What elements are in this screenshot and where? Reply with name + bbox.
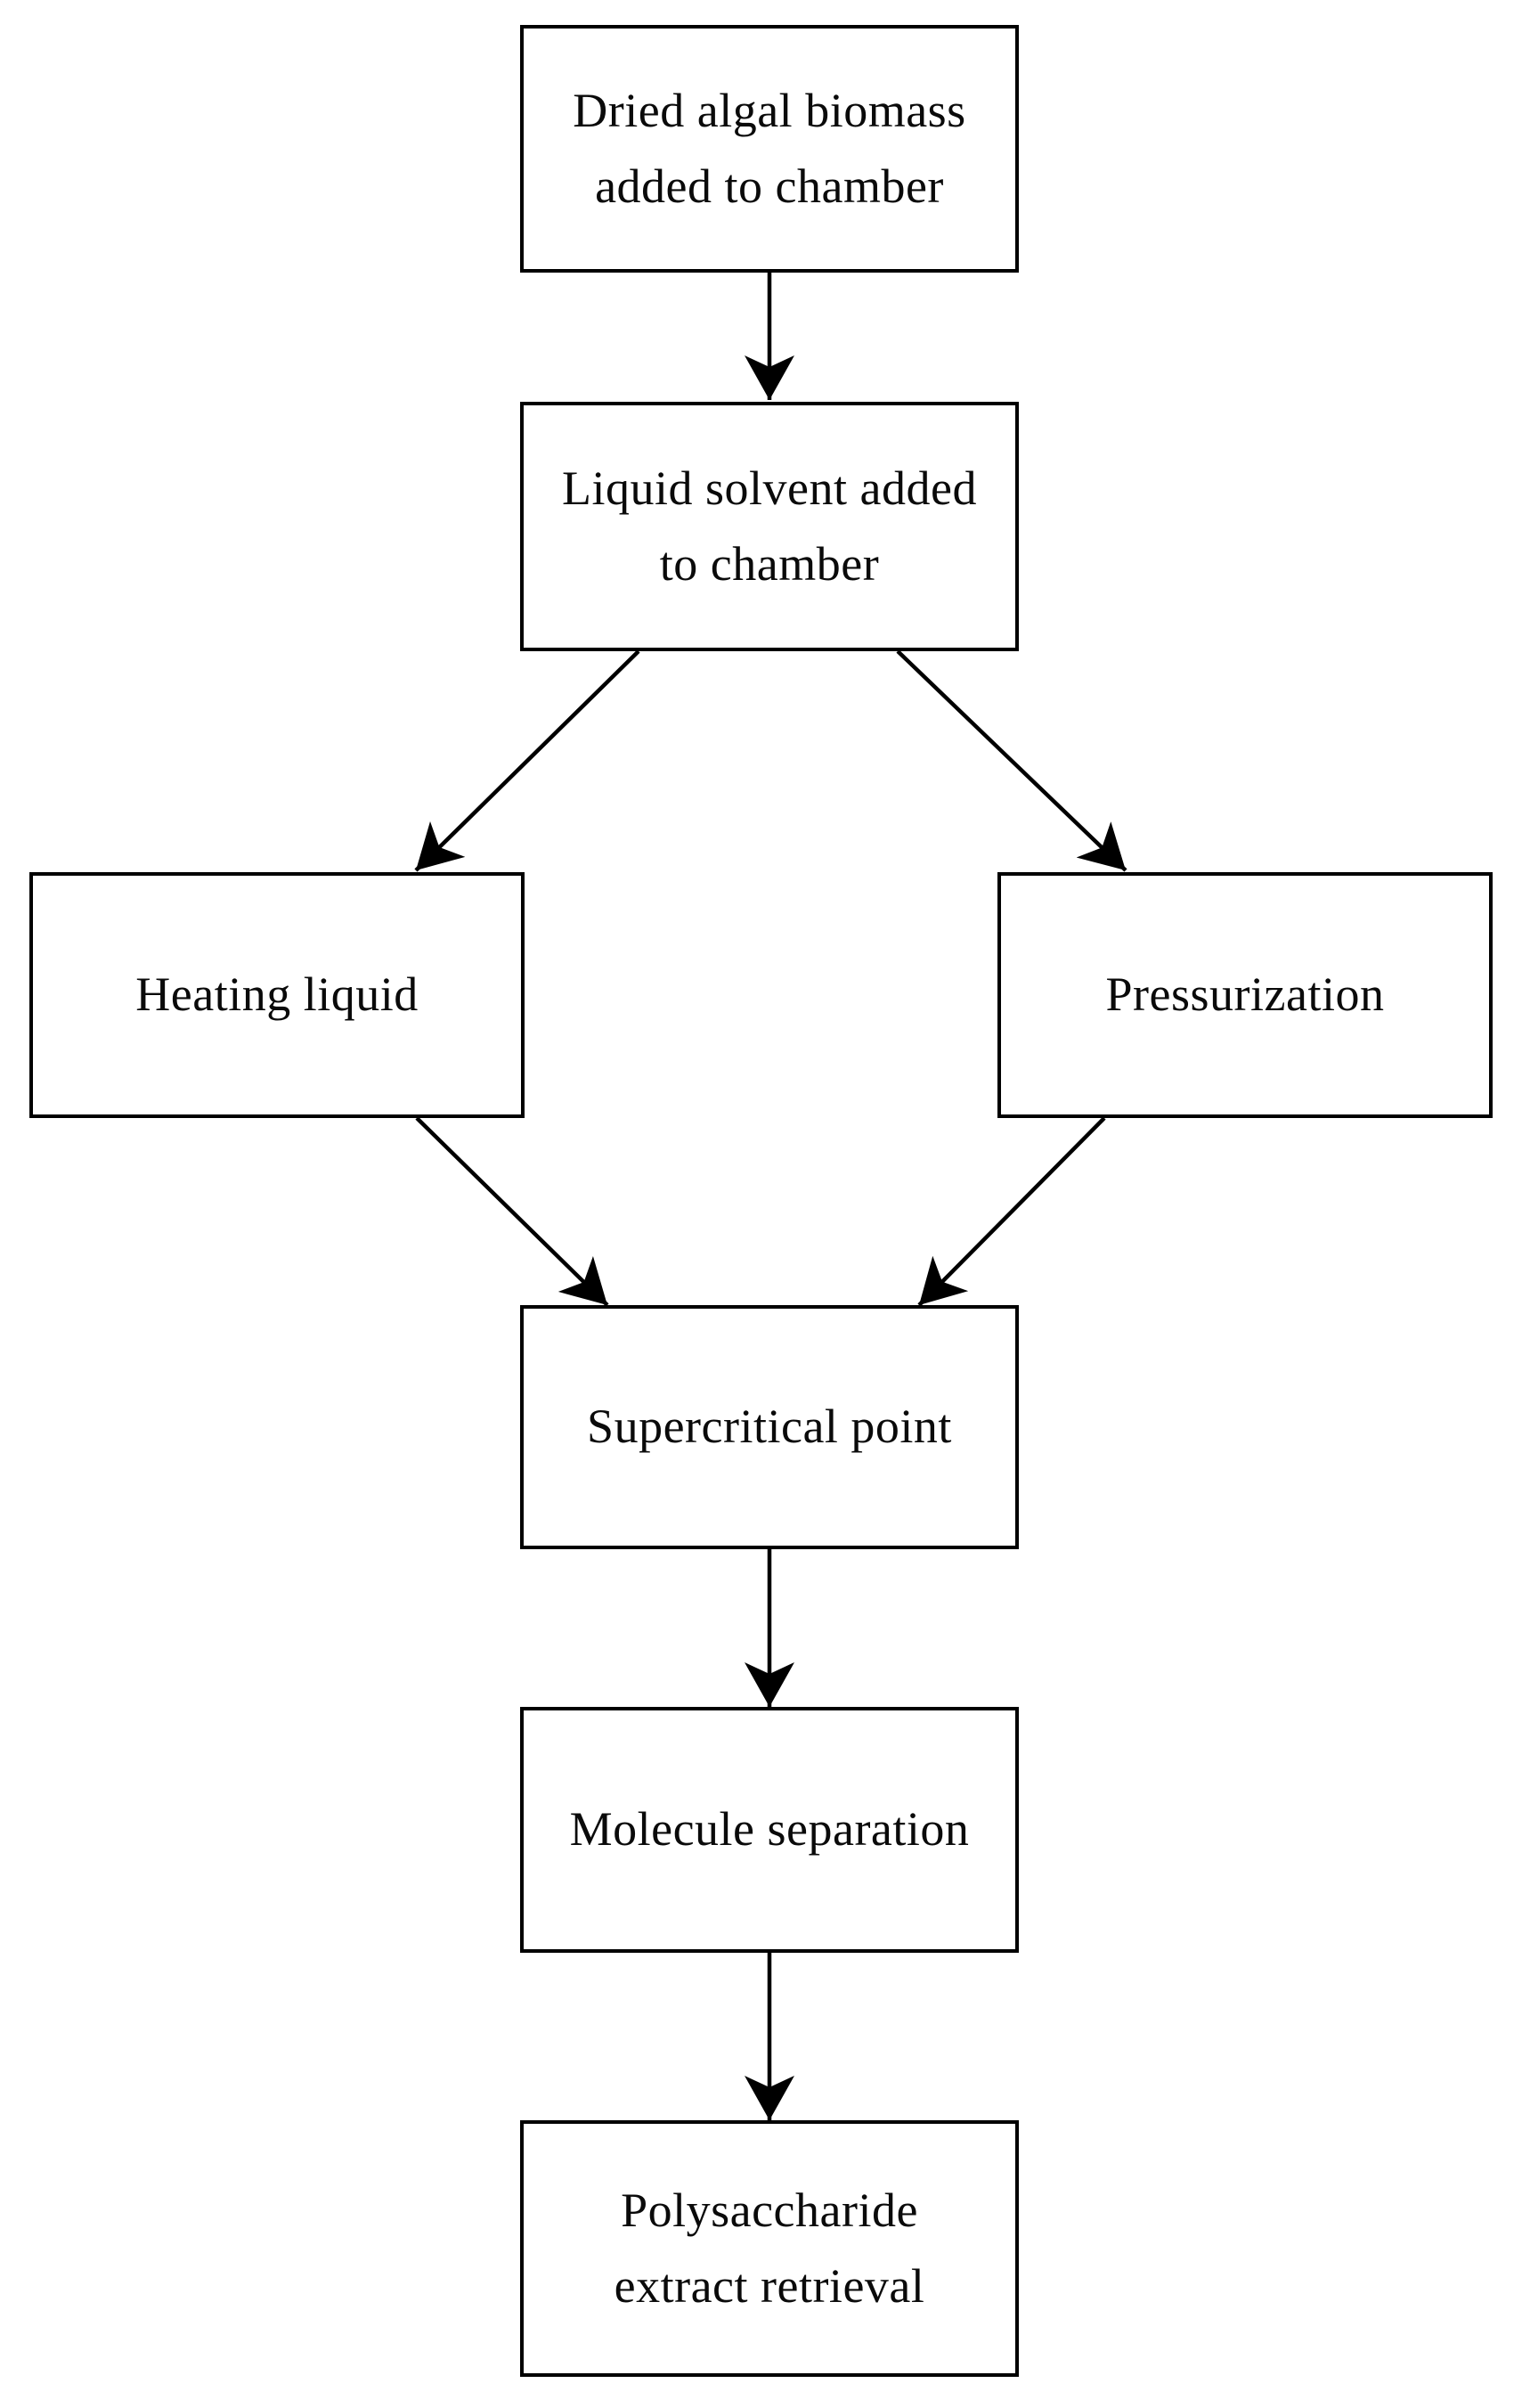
node-pressurization: Pressurization (997, 872, 1493, 1118)
node-polysaccharide-extract-retrieval: Polysaccharide extract retrieval (520, 2120, 1019, 2377)
node-liquid-solvent: Liquid solvent added to chamber (520, 402, 1019, 651)
node-molecule-separation: Molecule separation (520, 1707, 1019, 1953)
node-heating-liquid: Heating liquid (29, 872, 525, 1118)
node-liquid-solvent-label: Liquid solvent added to chamber (562, 461, 977, 591)
edge-heating-to-supercritical (415, 1116, 609, 1307)
node-heating-liquid-label: Heating liquid (135, 967, 419, 1022)
node-polysaccharide-extract-retrieval-label: Polysaccharide extract retrieval (614, 2183, 925, 2313)
node-dried-algal-biomass-label: Dried algal biomass added to chamber (573, 83, 966, 213)
node-supercritical-point-label: Supercritical point (587, 1400, 952, 1454)
edge-solvent-to-pressurization (896, 649, 1127, 872)
edge-pressurization-to-supercritical (917, 1116, 1106, 1307)
node-supercritical-point: Supercritical point (520, 1305, 1019, 1549)
node-pressurization-label: Pressurization (1105, 967, 1385, 1022)
node-dried-algal-biomass: Dried algal biomass added to chamber (520, 25, 1019, 273)
node-molecule-separation-label: Molecule separation (569, 1802, 970, 1857)
edge-solvent-to-heating (414, 649, 640, 872)
